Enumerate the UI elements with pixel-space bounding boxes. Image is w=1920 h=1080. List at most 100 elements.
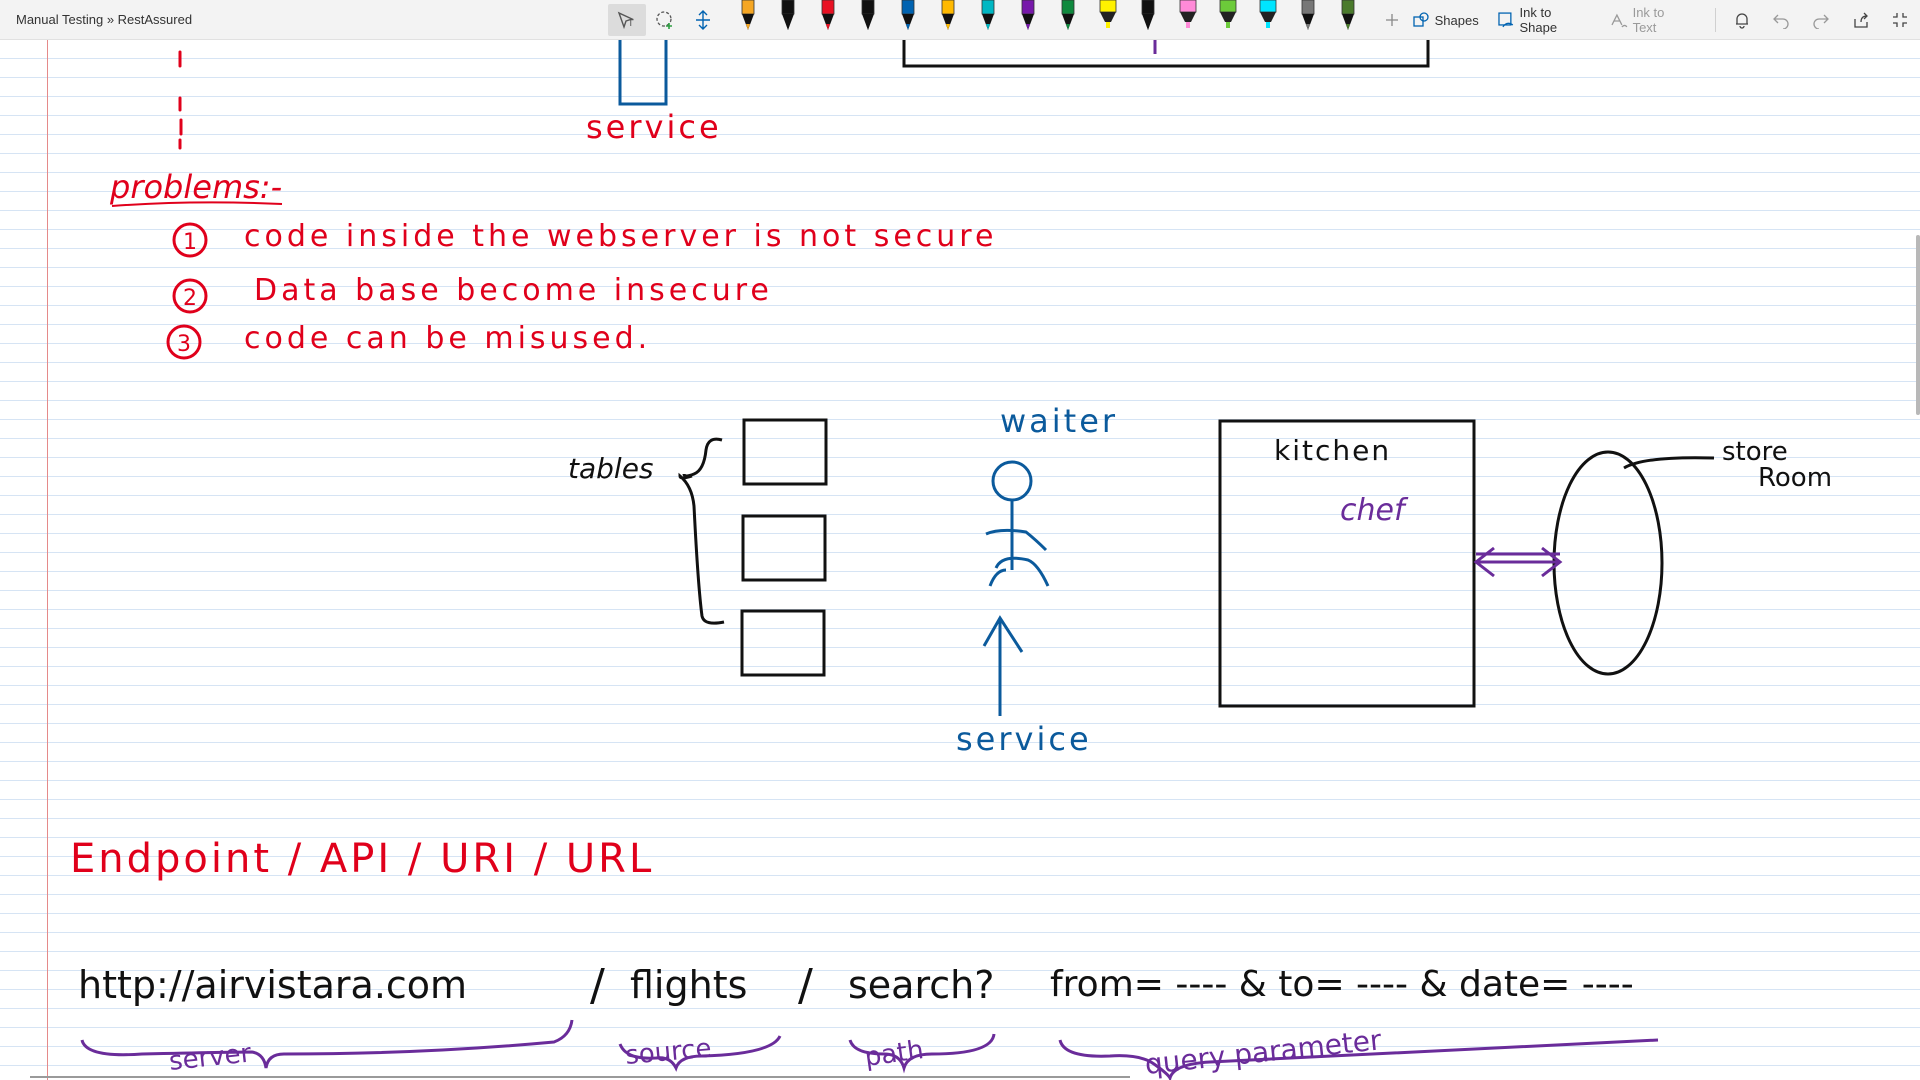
toolbar-divider xyxy=(1714,8,1716,32)
add-space-icon xyxy=(696,10,710,30)
lasso-select-button[interactable]: T xyxy=(608,4,646,36)
bell-icon xyxy=(1735,13,1748,29)
top-box-stroke xyxy=(902,40,1430,68)
kitchen-box xyxy=(1218,419,1476,708)
store-room-pointer xyxy=(1623,456,1715,470)
url-server-part: http://airvistara.com xyxy=(78,963,467,1007)
pen-blue-button[interactable] xyxy=(888,0,928,40)
store-room-label-2: Room xyxy=(1758,463,1832,493)
undo-button[interactable] xyxy=(1762,0,1802,40)
pen-yellow-button[interactable] xyxy=(928,0,968,40)
lasso-plus-icon xyxy=(656,11,672,29)
horizontal-scrollbar[interactable] xyxy=(30,1076,1130,1078)
notifications-button[interactable] xyxy=(1722,0,1762,40)
top-service-text: service xyxy=(586,108,722,146)
breadcrumb[interactable]: Manual Testing » RestAssured xyxy=(16,12,193,27)
pen-black-2-button[interactable] xyxy=(848,0,888,40)
pen-red-button[interactable] xyxy=(808,0,848,40)
problem-2-num: 2 xyxy=(183,286,197,311)
fullscreen-button[interactable] xyxy=(1880,0,1920,40)
pen-palette xyxy=(728,0,1368,40)
shapes-button[interactable]: Shapes xyxy=(1412,0,1479,40)
waiter-head xyxy=(991,460,1033,502)
chef-label: chef xyxy=(1340,493,1409,528)
undo-icon xyxy=(1773,14,1789,29)
highlighter-green-button[interactable] xyxy=(1208,0,1248,40)
pen-yellow-icon xyxy=(941,0,955,30)
double-arrow xyxy=(1473,546,1563,578)
add-space-button[interactable] xyxy=(684,4,722,36)
path-brace xyxy=(848,1033,996,1074)
svg-text:T: T xyxy=(627,19,634,29)
service-label: service xyxy=(956,720,1092,758)
note-canvas[interactable]: service problems:- 1 code inside the web… xyxy=(0,40,1920,1080)
pen-orange-button[interactable] xyxy=(728,0,768,40)
url-sep-2: / xyxy=(798,960,813,1011)
pen-orange-icon xyxy=(741,0,755,30)
problems-heading: problems:- xyxy=(109,168,282,206)
redo-icon xyxy=(1813,14,1829,29)
url-sep-1: / xyxy=(590,960,605,1011)
problem-3-num: 3 xyxy=(177,332,191,357)
shapes-label: Shapes xyxy=(1434,12,1479,28)
highlighter-cyan-button[interactable] xyxy=(1248,0,1288,40)
pen-gray-button[interactable] xyxy=(1288,0,1328,40)
pen-blue-icon xyxy=(901,0,915,30)
pen-galaxy-button[interactable] xyxy=(1328,0,1368,40)
server-brace-label: server xyxy=(168,1038,253,1076)
pen-black-1-button[interactable] xyxy=(768,0,808,40)
endpoint-heading: Endpoint / API / URI / URL xyxy=(70,836,654,882)
highlighter-yellow-icon xyxy=(1099,0,1117,28)
problem-3-circle xyxy=(166,324,202,360)
query-brace xyxy=(1058,1038,1659,1080)
ink-layer: service problems:- 1 code inside the web… xyxy=(70,40,1832,1080)
lasso-button[interactable] xyxy=(646,4,684,36)
problem-2-circle xyxy=(172,278,208,314)
problem-2-text: Data base become insecure xyxy=(254,273,773,308)
store-room-ellipse xyxy=(1552,450,1664,676)
source-brace-label: source xyxy=(624,1034,713,1071)
waiter-body xyxy=(985,500,1050,587)
pen-purple-icon xyxy=(1021,0,1035,30)
pen-black-3-button[interactable] xyxy=(1128,0,1168,40)
service-arrow xyxy=(982,615,1024,716)
ink-to-shape-button[interactable]: Ink to Shape xyxy=(1497,0,1592,40)
share-icon xyxy=(1853,12,1868,28)
right-tools: Shapes Ink to Shape Ink to Text xyxy=(1372,0,1920,40)
pen-green-button[interactable] xyxy=(1048,0,1088,40)
pen-black-3-icon xyxy=(1141,0,1155,30)
vertical-scrollbar[interactable] xyxy=(1916,235,1920,415)
table-box-3 xyxy=(740,609,826,677)
selection-tools: T xyxy=(608,0,722,40)
highlighter-pink-button[interactable] xyxy=(1168,0,1208,40)
plus-icon xyxy=(1385,14,1398,26)
query-brace-label: query parameter xyxy=(1143,1023,1383,1080)
ink-to-text-button[interactable]: Ink to Text xyxy=(1610,0,1691,40)
highlighter-cyan-icon xyxy=(1259,0,1277,28)
highlighter-pink-icon xyxy=(1179,0,1197,28)
collapse-icon xyxy=(1893,13,1908,27)
share-button[interactable] xyxy=(1841,0,1881,40)
highlighter-green-icon xyxy=(1219,0,1237,28)
pen-black-1-icon xyxy=(781,0,795,30)
service-box-stroke xyxy=(618,40,668,106)
pen-purple-button[interactable] xyxy=(1008,0,1048,40)
table-box-1 xyxy=(742,418,828,486)
shapes-icon xyxy=(1412,12,1429,27)
ink-to-shape-label: Ink to Shape xyxy=(1519,5,1558,35)
pen-black-2-icon xyxy=(861,0,875,30)
ink-to-text-icon xyxy=(1611,13,1628,28)
add-pen-button[interactable] xyxy=(1372,0,1412,40)
source-brace xyxy=(618,1035,782,1072)
pen-cyan-icon xyxy=(981,0,995,30)
pen-cyan-button[interactable] xyxy=(968,0,1008,40)
lasso-text-icon: T xyxy=(617,11,634,30)
waiter-label: waiter xyxy=(1000,402,1118,440)
toolbar: Manual Testing » RestAssured T Shapes In… xyxy=(0,0,1920,40)
pen-galaxy-icon xyxy=(1341,0,1355,30)
highlighter-yellow-button[interactable] xyxy=(1088,0,1128,40)
problem-1-circle xyxy=(172,222,208,258)
ink-to-shape-icon xyxy=(1498,12,1513,28)
pen-green-icon xyxy=(1061,0,1075,30)
redo-button[interactable] xyxy=(1801,0,1841,40)
